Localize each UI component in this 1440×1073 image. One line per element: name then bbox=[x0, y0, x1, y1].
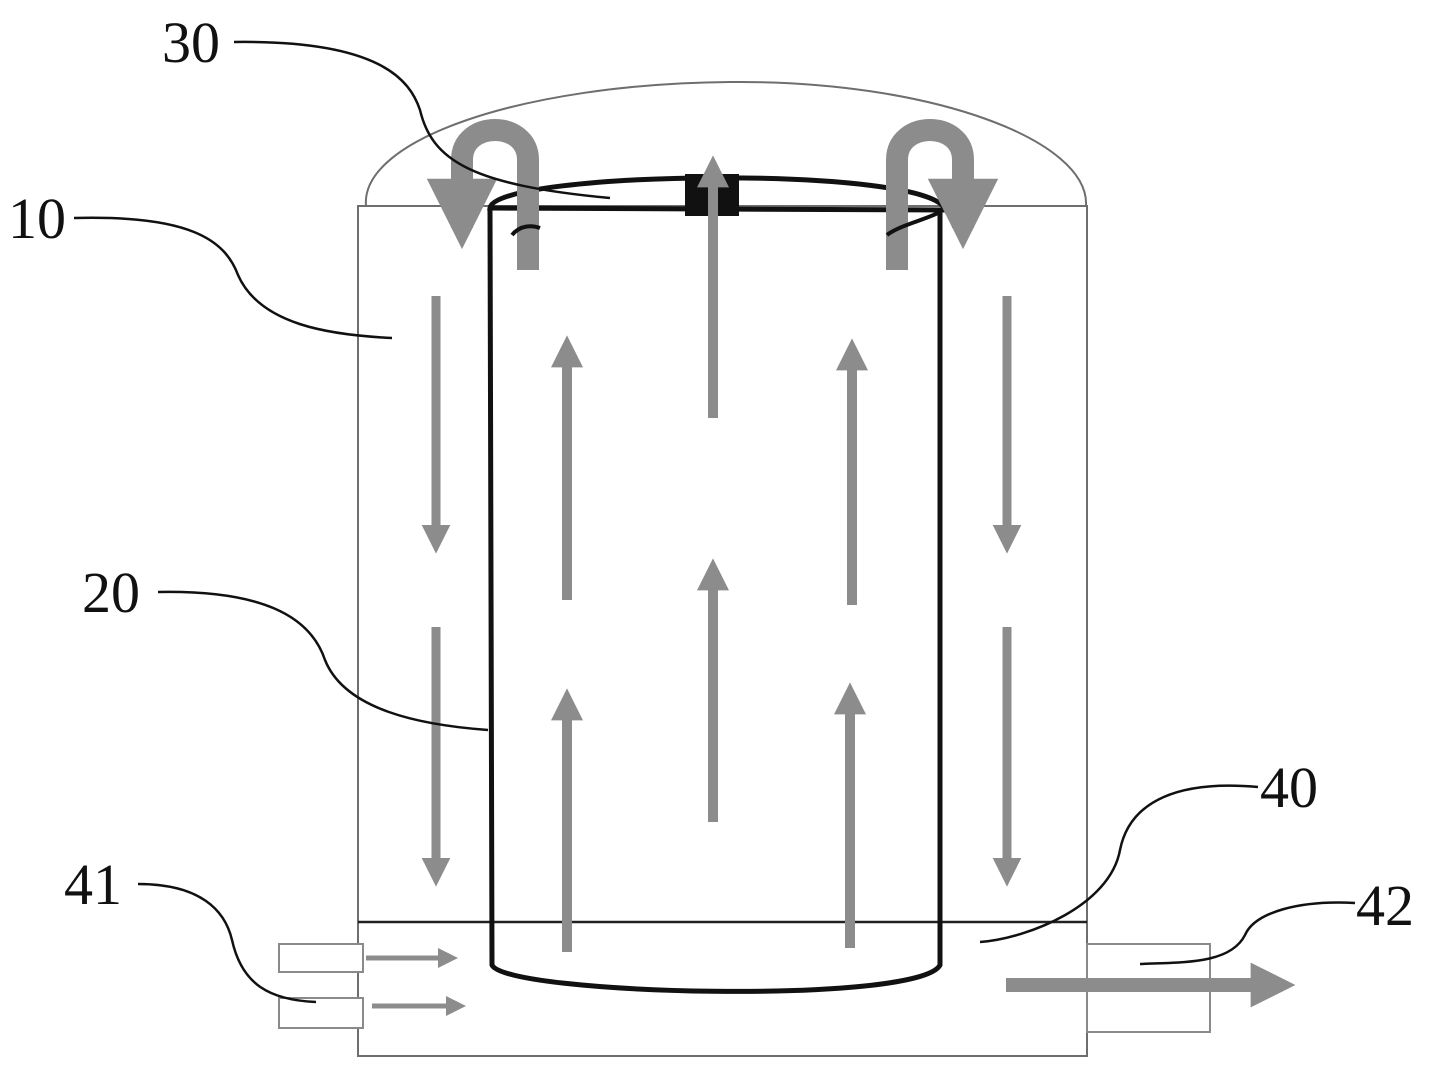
leader-lines bbox=[73, 40, 1356, 1004]
inlet-pipe-upper bbox=[278, 943, 364, 973]
outer-container bbox=[357, 205, 1088, 923]
return-flow-arrows bbox=[426, 119, 999, 270]
label-42: 42 bbox=[1356, 873, 1414, 938]
label-20: 20 bbox=[82, 560, 140, 625]
up-flow-arrows bbox=[550, 155, 869, 952]
down-flow-arrows bbox=[421, 296, 1022, 887]
label-30: 30 bbox=[162, 10, 220, 75]
inlet-flow-arrows bbox=[366, 948, 466, 1016]
label-40: 40 bbox=[1260, 755, 1318, 820]
dome-outline bbox=[364, 80, 1088, 207]
inlet-pipe-lower bbox=[278, 997, 364, 1029]
label-41: 41 bbox=[64, 852, 122, 917]
label-10: 10 bbox=[8, 186, 66, 251]
inner-cylinder bbox=[487, 207, 943, 994]
